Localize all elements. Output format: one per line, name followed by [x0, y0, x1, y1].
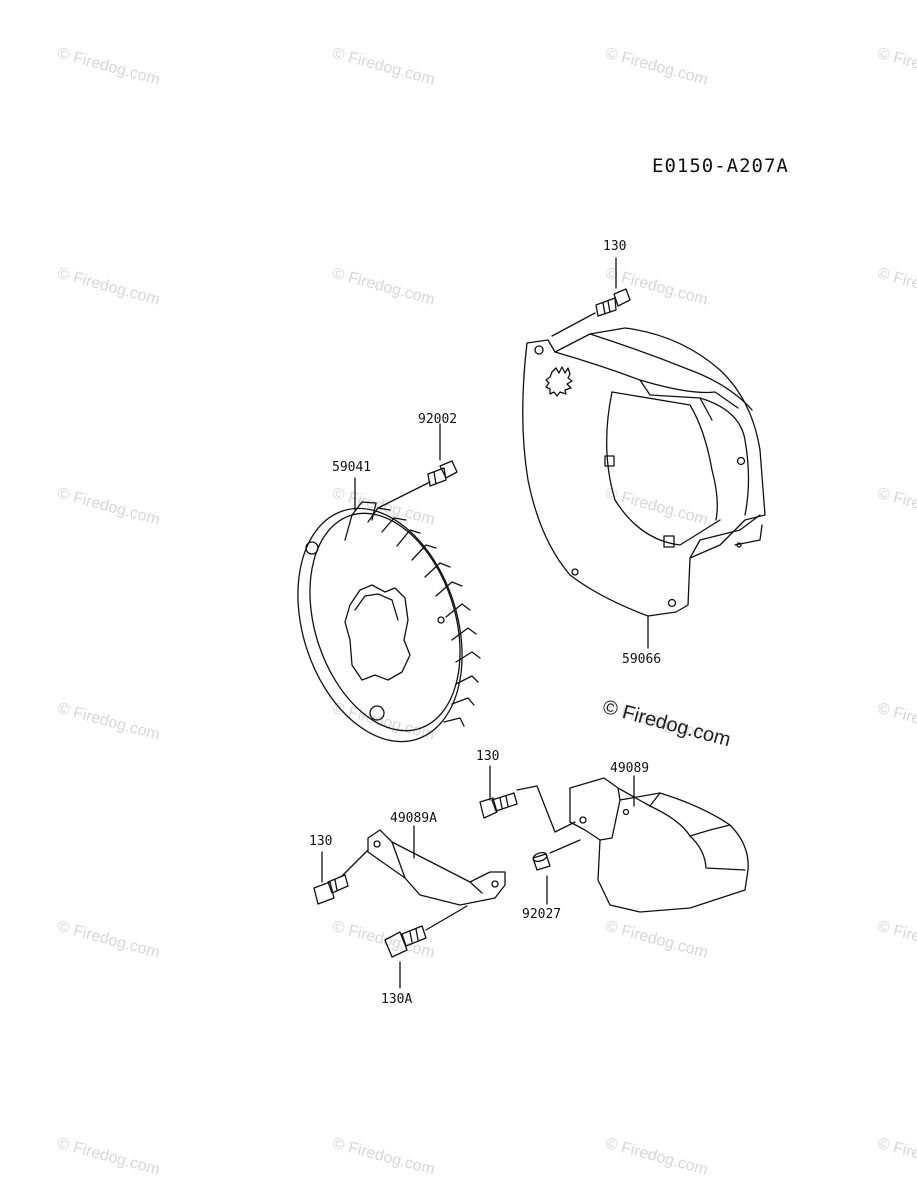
ref-label-bolt-left: 130 — [309, 834, 333, 849]
bolt-left-drawing — [313, 874, 349, 905]
collar-drawing — [532, 851, 551, 871]
ref-label-cover-49089: 49089 — [610, 761, 650, 776]
ref-label-bolt-mid: 130 — [476, 749, 500, 764]
bracket-drawing — [367, 829, 506, 906]
cooling-fan-drawing — [297, 477, 481, 743]
ref-label-housing-59066: 59066 — [622, 652, 662, 667]
leader-line — [341, 849, 369, 877]
fan-housing-drawing — [522, 327, 766, 649]
ref-label-bolt-top: 130 — [603, 239, 627, 254]
leader-line — [551, 312, 596, 337]
leader-line — [516, 785, 576, 833]
screw-92002-drawing — [427, 460, 458, 487]
ref-label-bolt-130A: 130A — [381, 992, 413, 1007]
ref-label-bracket-49089A: 49089A — [390, 811, 437, 826]
leader-line — [377, 481, 431, 509]
bolt-top-drawing — [595, 288, 631, 317]
leader-line — [549, 839, 581, 854]
ref-label-screw-92002: 92002 — [418, 412, 458, 427]
cover-drawing — [569, 777, 749, 913]
leader-line — [425, 905, 468, 931]
bolt-130A-drawing — [384, 925, 427, 958]
diagram-code: E0150-A207A — [652, 155, 789, 177]
bolt-mid-drawing — [479, 792, 518, 819]
ref-label-collar-92027: 92027 — [522, 907, 562, 922]
ref-label-fan-59041: 59041 — [332, 460, 372, 475]
